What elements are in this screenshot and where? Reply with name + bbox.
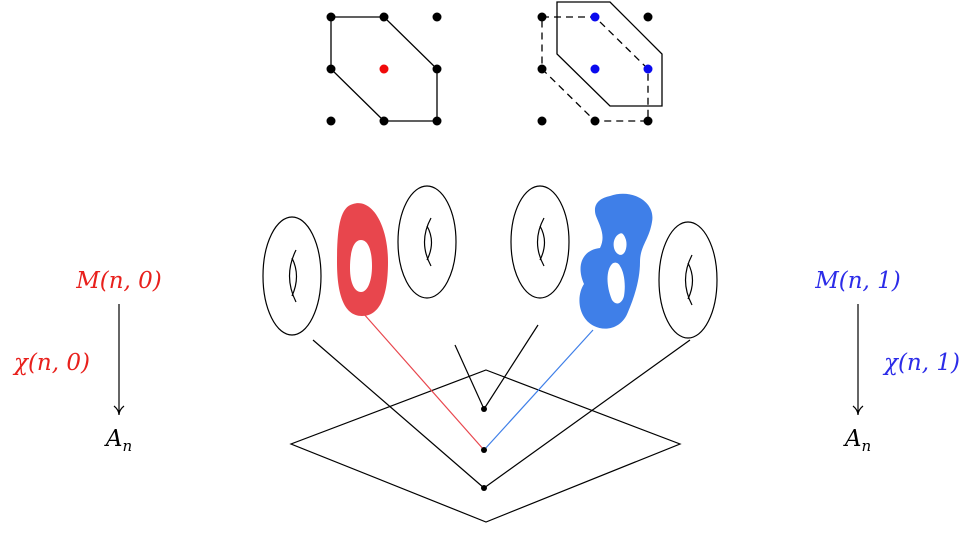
left-map-label: χ(n, 0) (12, 350, 90, 376)
blue-singular-fiber (579, 193, 653, 329)
lattice-point (537, 116, 547, 126)
torus-hole-upper (684, 254, 693, 306)
base-parallelogram (289, 369, 682, 523)
right-map-label: χ(n, 1) (882, 350, 960, 376)
torus-hole-lower (426, 225, 433, 261)
lattice-point (326, 64, 336, 74)
lattice-point (432, 12, 442, 22)
fiber-line (483, 339, 691, 489)
lattice-point (643, 116, 653, 126)
right-polygon-shifted-outline (556, 1, 663, 107)
right-space-label: M(n, 1) (814, 268, 901, 294)
fiber-lines (312, 312, 691, 489)
lattice-point (326, 116, 336, 126)
left-center-red-point (379, 64, 389, 74)
red-fiber-line (362, 312, 485, 451)
left-lattice-points (326, 12, 442, 126)
red-singular-fiber (337, 203, 388, 316)
torus-hole-lower (687, 262, 694, 300)
base-point (481, 406, 487, 412)
torus-fiber (262, 216, 322, 336)
torus-outline (262, 216, 322, 336)
lattice-point (590, 116, 600, 126)
fiber-line (483, 324, 539, 410)
right-blue-point (590, 64, 600, 74)
red-fiber-shape (337, 203, 388, 316)
left-space-label: M(n, 0) (75, 268, 162, 294)
blue-fiber-line (483, 329, 594, 451)
torus-fiber (510, 185, 570, 299)
fiber-line (454, 344, 485, 410)
torus-hole-lower (291, 257, 298, 297)
lattice-point (643, 12, 653, 22)
torus-hole-upper (288, 249, 297, 303)
right-lattice-polygon (537, 1, 663, 126)
base-point (481, 447, 487, 453)
left-arrow-head (113, 405, 125, 416)
left-base-label: An (104, 426, 132, 455)
blue-fiber-shape (579, 193, 653, 329)
base-points (481, 406, 487, 491)
lattice-point (432, 116, 442, 126)
right-blue-point (590, 12, 600, 22)
lattice-point (537, 12, 547, 22)
right-base-label: An (843, 426, 871, 455)
right-lattice-points (537, 12, 653, 126)
right-map-diagram (852, 304, 864, 416)
torus-outline (658, 221, 718, 339)
torus-hole-lower (539, 225, 546, 261)
left-lattice-polygon (326, 12, 442, 126)
torus-outline (397, 185, 457, 299)
right-blue-point (643, 64, 653, 74)
fiber-line (312, 339, 485, 489)
torus-fiber (658, 221, 718, 339)
right-arrow-head (852, 405, 864, 416)
lattice-point (379, 116, 389, 126)
torus-fiber (397, 185, 457, 299)
torus-hole-upper (536, 217, 545, 267)
lattice-point (379, 12, 389, 22)
lattice-point (537, 64, 547, 74)
lattice-point (432, 64, 442, 74)
torus-hole-upper (423, 217, 432, 267)
torus-outline (510, 185, 570, 299)
base-point (481, 485, 487, 491)
lattice-point (326, 12, 336, 22)
left-map-diagram (113, 304, 125, 416)
